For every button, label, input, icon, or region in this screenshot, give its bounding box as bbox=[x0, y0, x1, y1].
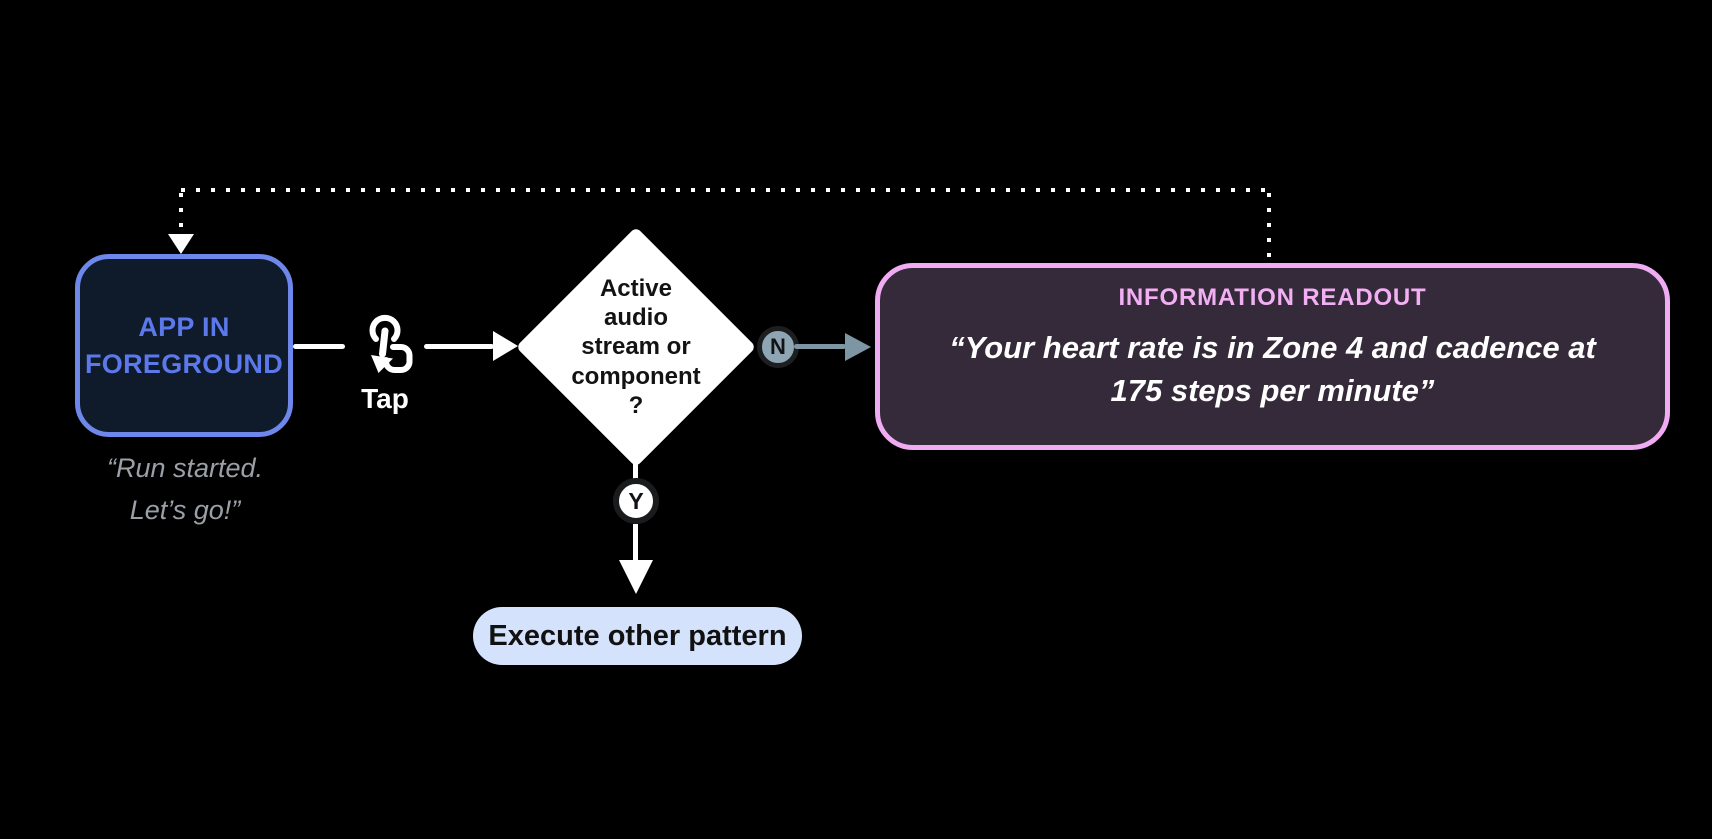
app-foreground-node: APP IN FOREGROUND bbox=[75, 254, 293, 437]
branch-yes-badge: Y bbox=[613, 478, 659, 524]
tap-label: Tap bbox=[361, 383, 409, 414]
connector-tap-to-decision bbox=[424, 344, 494, 349]
loop-connector-vertical-left bbox=[179, 193, 183, 234]
connector-decision-to-yes bbox=[633, 462, 638, 481]
information-readout-quote: “Your heart rate is in Zone 4 and cadenc… bbox=[949, 330, 1596, 409]
tap-gesture-icon bbox=[352, 312, 418, 383]
decision-label: Active audio stream or component ? bbox=[571, 274, 701, 419]
connector-no-to-readout bbox=[794, 344, 846, 349]
branch-yes-label: Y bbox=[628, 487, 644, 514]
loop-arrowhead-icon bbox=[168, 234, 194, 254]
execute-other-pattern-label: Execute other pattern bbox=[488, 619, 787, 652]
loop-connector-horizontal bbox=[181, 188, 1271, 192]
information-readout-title: INFORMATION READOUT bbox=[1118, 284, 1427, 311]
arrowhead-into-pattern-icon bbox=[619, 560, 653, 594]
information-readout-node: INFORMATION READOUT “Your heart rate is … bbox=[875, 263, 1670, 450]
arrowhead-into-readout-icon bbox=[845, 333, 871, 361]
loop-connector-vertical-right bbox=[1267, 193, 1271, 258]
execute-other-pattern-node: Execute other pattern bbox=[473, 607, 802, 665]
arrowhead-into-decision-icon bbox=[493, 331, 518, 361]
app-foreground-caption: “Run started. Let’s go!” bbox=[106, 453, 264, 525]
connector-yes-to-pattern bbox=[633, 524, 638, 562]
connector-app-to-tap bbox=[293, 344, 345, 349]
branch-no-badge: N bbox=[757, 326, 799, 368]
app-foreground-label: APP IN FOREGROUND bbox=[85, 312, 283, 379]
branch-no-label: N bbox=[770, 334, 786, 359]
